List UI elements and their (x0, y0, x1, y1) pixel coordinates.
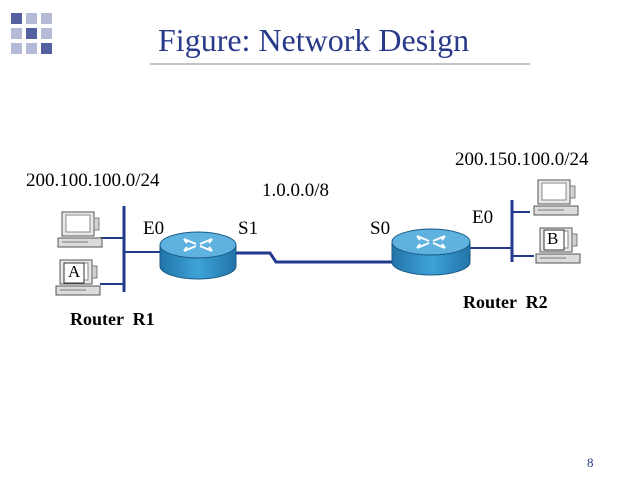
deco-square-1 (11, 13, 22, 24)
deco-square-6 (41, 28, 52, 39)
serial-link (236, 251, 392, 264)
network-right-label: 200.150.100.0/24 (455, 149, 589, 170)
deco-square-3 (41, 13, 52, 24)
r2-s0-label: S0 (370, 218, 391, 239)
network-serial-label: 1.0.0.0/8 (262, 180, 330, 201)
router-r1-icon (159, 231, 237, 280)
router-r2-label: Router R2 (463, 292, 548, 312)
host-b-label-box (543, 229, 565, 251)
title-underline (150, 63, 530, 65)
host-b-label: B (547, 229, 559, 248)
router-r1-label: Router R1 (70, 309, 155, 329)
network-left-label: 200.100.100.0/24 (26, 170, 160, 191)
slide-title: Figure: Network Design (158, 22, 470, 58)
deco-square-2 (26, 13, 37, 24)
r2-e0-label: E0 (472, 207, 494, 228)
r1-s1-label: S1 (238, 218, 259, 239)
corner-decoration (11, 13, 52, 54)
deco-square-5 (26, 28, 37, 39)
computer-right-top-icon (533, 179, 579, 216)
deco-square-4 (11, 28, 22, 39)
host-a-label-box (63, 262, 85, 284)
r1-e0-label: E0 (143, 218, 165, 239)
computer-left-top-icon (57, 211, 103, 248)
host-a-label: A (68, 262, 81, 281)
router-r2-icon (391, 228, 471, 276)
deco-square-9 (41, 43, 52, 54)
deco-square-8 (26, 43, 37, 54)
deco-square-7 (11, 43, 22, 54)
page-number: 8 (587, 455, 594, 470)
